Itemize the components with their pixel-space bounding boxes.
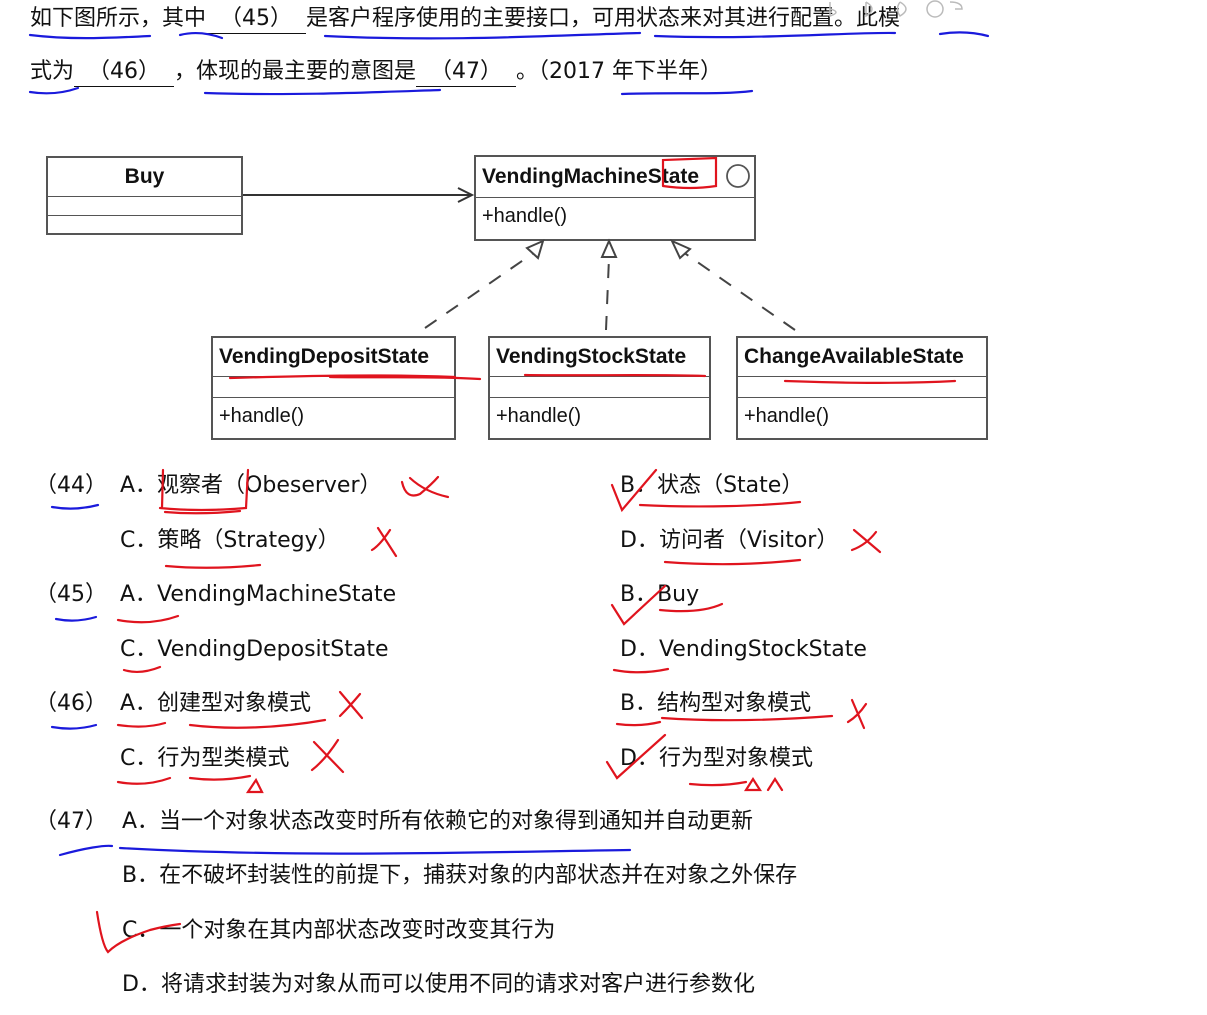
q46-option-a: A．创建型对象模式 bbox=[120, 691, 312, 716]
q47-number: （47） bbox=[35, 809, 107, 834]
q44-option-a: A．观察者（Obeserver） bbox=[120, 473, 382, 498]
q45-option-a: A．VendingMachineState bbox=[120, 582, 397, 607]
class-operation-deposit: +handle() bbox=[219, 405, 305, 427]
q44-number: （44） bbox=[35, 473, 107, 498]
intro-text-1b: 是客户程序使用的主要接口，可用状态来对其进行配置。此模 bbox=[306, 6, 901, 31]
q46-option-c: C．行为型类模式 bbox=[120, 746, 290, 771]
q45-number: （45） bbox=[35, 582, 107, 607]
uml-class-buy: Buy bbox=[46, 156, 243, 235]
q44-option-d: D．访问者（Visitor） bbox=[620, 528, 839, 553]
class-name-change: ChangeAvailableState bbox=[738, 338, 986, 377]
blank-47: （47） bbox=[416, 58, 517, 87]
intro-text-1a: 如下图所示，其中 bbox=[30, 6, 207, 31]
q44-option-b: B．状态（State） bbox=[620, 473, 804, 498]
q44-option-c: C．策略（Strategy） bbox=[120, 528, 340, 553]
blank-45: （45） bbox=[206, 5, 307, 34]
q45-option-b: B．Buy bbox=[620, 582, 700, 607]
class-name-deposit: VendingDepositState bbox=[213, 338, 454, 377]
uml-class-change-available-state: ChangeAvailableState +handle() bbox=[736, 336, 988, 440]
uml-class-vending-stock-state: VendingStockState +handle() bbox=[488, 336, 711, 440]
class-operation-stock: +handle() bbox=[496, 405, 582, 427]
intro-line-2: 式为（46），体现的最主要的意图是（47）。（2017 年下半年） bbox=[30, 58, 722, 87]
class-attributes-stock bbox=[490, 377, 709, 398]
q46-number: （46） bbox=[35, 691, 107, 716]
q47-option-c: C．一个对象在其内部状态改变时改变其行为 bbox=[122, 918, 556, 943]
intro-text-2c: 。（2017 年下半年） bbox=[516, 59, 723, 84]
intro-text-2b: ，体现的最主要的意图是 bbox=[174, 59, 417, 84]
class-attributes-buy bbox=[48, 197, 241, 216]
class-name-stock: VendingStockState bbox=[490, 338, 709, 377]
q46-option-b: B．结构型对象模式 bbox=[620, 691, 812, 716]
uml-class-vending-machine-state: VendingMachineState +handle() bbox=[474, 155, 756, 241]
class-name-buy: Buy bbox=[48, 158, 241, 197]
q47-option-b: B．在不破坏封装性的前提下，捕获对象的内部状态并在对象之外保存 bbox=[122, 863, 798, 888]
class-name-vms: VendingMachineState bbox=[476, 157, 754, 198]
intro-text-2a: 式为 bbox=[30, 59, 75, 84]
q45-option-d: D．VendingStockState bbox=[620, 637, 867, 662]
class-attributes-deposit bbox=[213, 377, 454, 398]
q45-option-c: C．VendingDepositState bbox=[120, 637, 389, 662]
uml-class-vending-deposit-state: VendingDepositState +handle() bbox=[211, 336, 456, 440]
q46-option-d: D．行为型对象模式 bbox=[620, 746, 813, 771]
class-operation-vms: +handle() bbox=[482, 205, 568, 227]
q47-option-d: D．将请求封装为对象从而可以使用不同的请求对客户进行参数化 bbox=[122, 972, 755, 997]
intro-line-1: 如下图所示，其中（45）是客户程序使用的主要接口，可用状态来对其进行配置。此模 bbox=[30, 5, 900, 34]
class-attributes-change bbox=[738, 377, 986, 398]
q47-option-a: A．当一个对象状态改变时所有依赖它的对象得到通知并自动更新 bbox=[122, 809, 754, 834]
blank-46: （46） bbox=[74, 58, 175, 87]
class-operation-change: +handle() bbox=[744, 405, 830, 427]
